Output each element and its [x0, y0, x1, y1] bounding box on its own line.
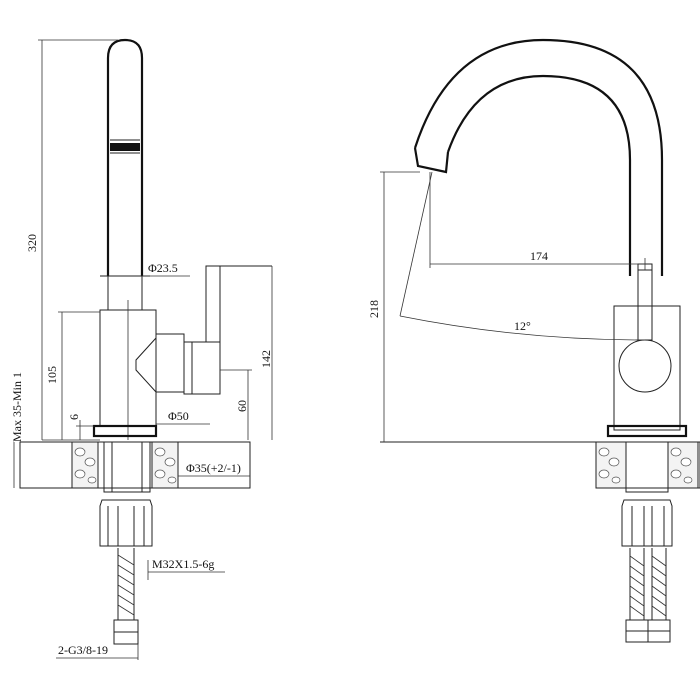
dim-thread: M32X1.5-6g: [152, 557, 214, 571]
left-nut: [99, 499, 153, 547]
right-base-flange: [606, 424, 688, 438]
dim-spout-reach: 174: [530, 249, 548, 263]
right-body: [613, 305, 681, 431]
left-lever-handle: [205, 265, 221, 343]
right-shank: [625, 441, 669, 493]
left-base-flange: [92, 424, 158, 438]
right-lever: [637, 263, 653, 341]
left-shank: [103, 441, 151, 493]
dim-height-body: 105: [45, 366, 59, 384]
left-hose: [117, 548, 135, 620]
dim-base-dia: Φ50: [168, 409, 189, 423]
right-view: 174 218 12°: [367, 38, 700, 643]
right-spout-outer: [413, 38, 664, 276]
dim-height-total: 320: [25, 234, 39, 252]
dim-gap: 6: [67, 414, 81, 420]
dim-hose: 2-G3/8-19: [58, 643, 108, 657]
left-view: 320 105 Max 35-Min 1 6 Φ23.5 142 60 Φ50 …: [10, 38, 273, 660]
right-hoses: [629, 548, 667, 620]
left-cartridge: [156, 333, 185, 393]
dim-lever-offset: 60: [235, 400, 249, 412]
left-spout-tube: [106, 38, 144, 276]
dim-spout-height: 218: [367, 300, 381, 318]
dim-hole-dia: Φ35(+2/-1): [186, 461, 241, 475]
right-spout-inner: [446, 74, 632, 276]
dim-angle: 12°: [514, 319, 531, 333]
right-spout-tip: [413, 147, 450, 174]
dim-deck-thickness: Max 35-Min 1: [10, 372, 24, 442]
right-lever-hub: [618, 339, 672, 393]
dim-spout-dia: Φ23.5: [148, 261, 178, 275]
dim-lever-height: 142: [259, 350, 273, 368]
right-nut: [621, 499, 673, 547]
left-aerator: [110, 143, 140, 151]
